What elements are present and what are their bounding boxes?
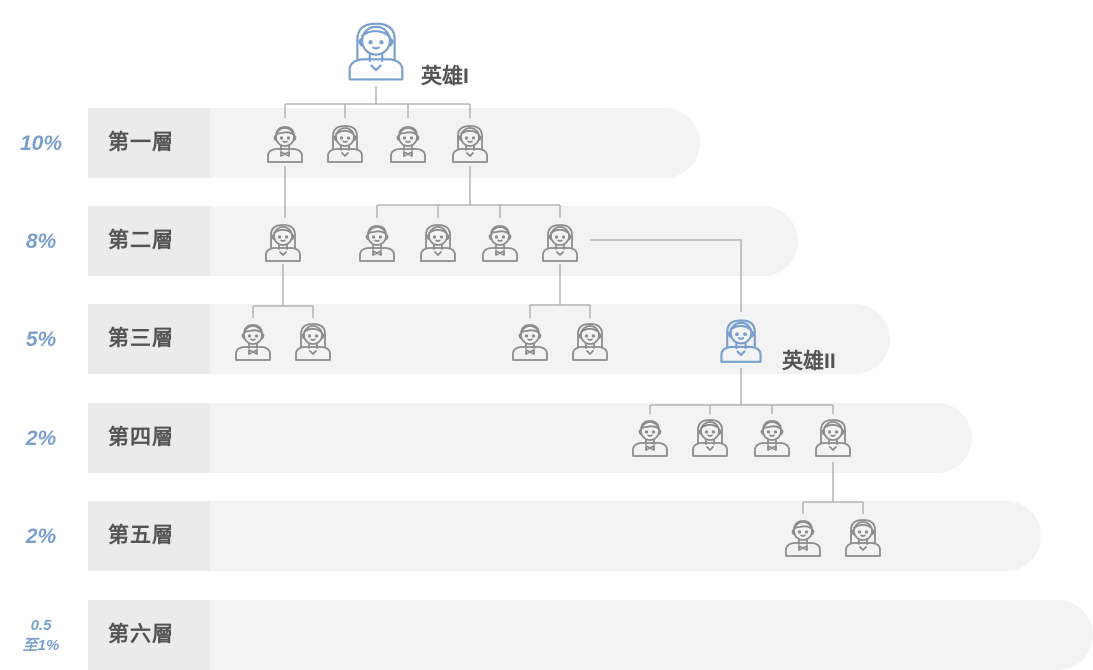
level-name-5: 第五層 xyxy=(108,524,174,547)
level-name-2: 第二層 xyxy=(108,229,174,252)
l1-member-4-icon xyxy=(452,125,488,163)
level-band-6 xyxy=(88,600,1093,670)
hero-1-label: 英雄I xyxy=(421,65,469,88)
level-box-5 xyxy=(88,501,210,571)
l3-member-4-icon xyxy=(572,323,608,361)
level-rate-3: 5% xyxy=(25,328,57,351)
l1-member-2-icon xyxy=(327,125,363,163)
l3-member-2-icon xyxy=(295,323,331,361)
l1-member-3-icon xyxy=(390,126,426,163)
level-rate-4: 2% xyxy=(25,427,57,450)
level-name-3: 第三層 xyxy=(108,327,174,350)
l2-member-5-icon xyxy=(542,224,578,262)
l3-member-3-icon xyxy=(512,324,548,361)
hero-2-icon xyxy=(720,319,762,363)
level-box-3 xyxy=(88,304,210,374)
connector-l2e-to-hero2 xyxy=(590,239,742,312)
l4-member-3-icon xyxy=(754,420,790,457)
level-band-5 xyxy=(88,501,1041,571)
level-name-4: 第四層 xyxy=(108,426,174,449)
l4-member-1-icon xyxy=(632,420,668,457)
level-band-4 xyxy=(88,403,972,473)
level-name-6: 第六層 xyxy=(108,623,174,646)
l4-member-4-icon xyxy=(815,419,851,457)
l4-member-2-icon xyxy=(692,419,728,457)
level-rate-6-line1: 0.5 xyxy=(30,617,52,634)
l2-member-2-icon xyxy=(359,225,395,262)
level-rate-2: 8% xyxy=(25,230,57,253)
level-box-6 xyxy=(88,600,210,670)
l2-member-1-icon xyxy=(265,224,301,262)
level-rate-1: 10% xyxy=(19,132,63,155)
l5-member-1-icon xyxy=(785,520,821,557)
l2-member-4-icon xyxy=(482,225,518,262)
l2-member-3-icon xyxy=(420,224,456,262)
l3-member-1-icon xyxy=(235,324,271,361)
level-box-1 xyxy=(88,108,210,178)
level-rate-5: 2% xyxy=(25,525,57,548)
hero-2-label: 英雄II xyxy=(782,350,836,373)
l5-member-2-icon xyxy=(845,519,881,557)
level-name-1: 第一層 xyxy=(108,131,174,154)
level-rate-6-line2: 至1% xyxy=(22,637,60,654)
l1-member-1-icon xyxy=(267,126,303,163)
level-box-4 xyxy=(88,403,210,473)
hero-1-icon xyxy=(348,22,404,81)
level-box-2 xyxy=(88,206,210,276)
